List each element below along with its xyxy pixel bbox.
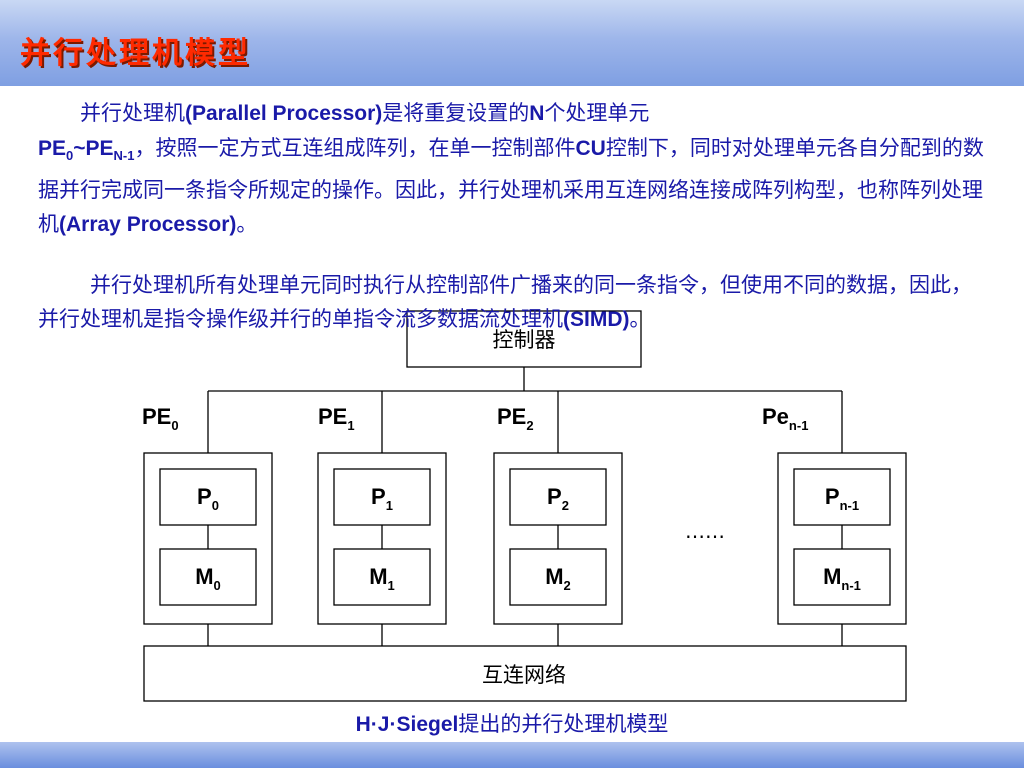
memory-box-n-1 — [793, 548, 891, 606]
memory-box-0 — [159, 548, 257, 606]
text: 0 — [66, 148, 74, 164]
memory-label-n-1: Mn-1 — [823, 564, 861, 593]
processor-box-n-1 — [793, 468, 891, 526]
text: (Parallel Processor) — [185, 102, 383, 125]
text: N-1 — [113, 148, 135, 164]
text: 并行处理机所有处理单元同时执行从控制部件广播来的同一条指令，但使用不同的数据，因… — [38, 273, 972, 331]
figure-caption: H·J·Siegel提出的并行处理机模型 — [0, 708, 1024, 738]
text: (SIMD) — [563, 308, 630, 331]
text: 。 — [236, 212, 258, 237]
text: ~ — [73, 137, 86, 160]
processor-label-0: P0 — [197, 484, 219, 513]
paragraph-definition: 并行处理机(Parallel Processor)是将重复设置的N个处理单元 PE… — [38, 96, 984, 242]
text: 是将重复设置的 — [382, 101, 530, 125]
text: PE — [38, 137, 67, 160]
slide-title: 并行处理机模型 — [20, 36, 251, 71]
memory-label-2: M2 — [545, 564, 571, 593]
controller-box — [406, 310, 642, 368]
memory-box-1 — [333, 548, 431, 606]
text: 控制下，同时对处理单元各自分配到的数据并行完成同一条指令所规定的操作。因此，并行… — [38, 136, 984, 237]
paragraph-simd: 并行处理机所有处理单元同时执行从控制部件广播来的同一条指令，但使用不同的数据，因… — [38, 268, 984, 337]
text: CU — [575, 137, 606, 160]
title-bar — [0, 0, 1024, 86]
network-label: 互连网络 — [482, 663, 566, 687]
text: ，按照一定方式互连组成阵列，在单一控制部件 — [134, 136, 576, 160]
memory-label-1: M1 — [369, 564, 395, 593]
text: (Array Processor) — [59, 213, 237, 237]
text: N — [529, 102, 545, 125]
pe-label-1: PE1 — [318, 404, 355, 433]
memory-label-0: M0 — [195, 564, 221, 593]
pe-label-0: PE0 — [142, 404, 179, 433]
network-box — [143, 645, 907, 702]
pe-label-2: PE2 — [497, 404, 534, 433]
memory-box-2 — [509, 548, 607, 606]
text: 提出的并行处理机模型 — [458, 712, 669, 736]
processor-label-1: P1 — [371, 484, 393, 513]
text: 个处理单元 — [544, 101, 650, 125]
text: 并行处理机 — [80, 101, 185, 125]
text: 。 — [629, 307, 651, 331]
ellipsis: …… — [685, 519, 725, 543]
processor-label-n-1: Pn-1 — [825, 484, 859, 513]
processor-label-2: P2 — [547, 484, 569, 513]
controller-label: 控制器 — [493, 328, 556, 352]
footer-bar — [0, 742, 1024, 768]
text: H·J·Siegel — [355, 713, 459, 736]
pe-label-n-1: Pen-1 — [762, 404, 808, 433]
text: PE — [85, 137, 114, 160]
